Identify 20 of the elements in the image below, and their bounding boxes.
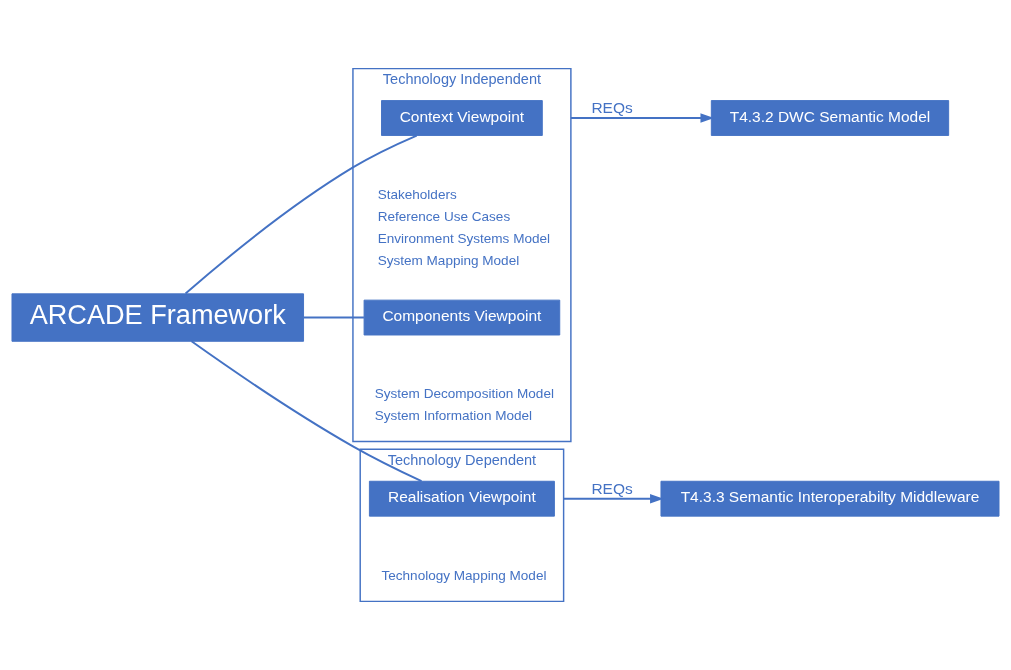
arrow	[562, 493, 664, 504]
label: Technology Mapping Model	[381, 568, 547, 584]
label: System Mapping Model	[377, 253, 520, 269]
label: System Decomposition Model	[374, 386, 554, 402]
arrow	[569, 113, 715, 123]
connector	[190, 340, 423, 483]
edge-label: REQs	[591, 98, 633, 116]
label: Reference Use Cases	[377, 208, 511, 224]
connector	[302, 316, 365, 319]
label: Environment Systems Model	[377, 231, 551, 247]
node-box: Context Viewpoint	[381, 100, 543, 136]
node-box: T4.3.2 DWC Semantic Model	[710, 100, 950, 136]
node-box: Components Viewpoint	[363, 299, 561, 336]
label: Stakeholders	[377, 186, 457, 202]
connector	[184, 134, 418, 295]
edge-label: REQs	[591, 479, 633, 497]
node-box: ARCADE Framework	[11, 293, 305, 342]
node-box: Realisation Viewpoint	[368, 480, 555, 517]
label: System Information Model	[374, 408, 533, 424]
node-box: T4.3.3 Semantic Interoperabilty Middleware	[660, 480, 1000, 517]
